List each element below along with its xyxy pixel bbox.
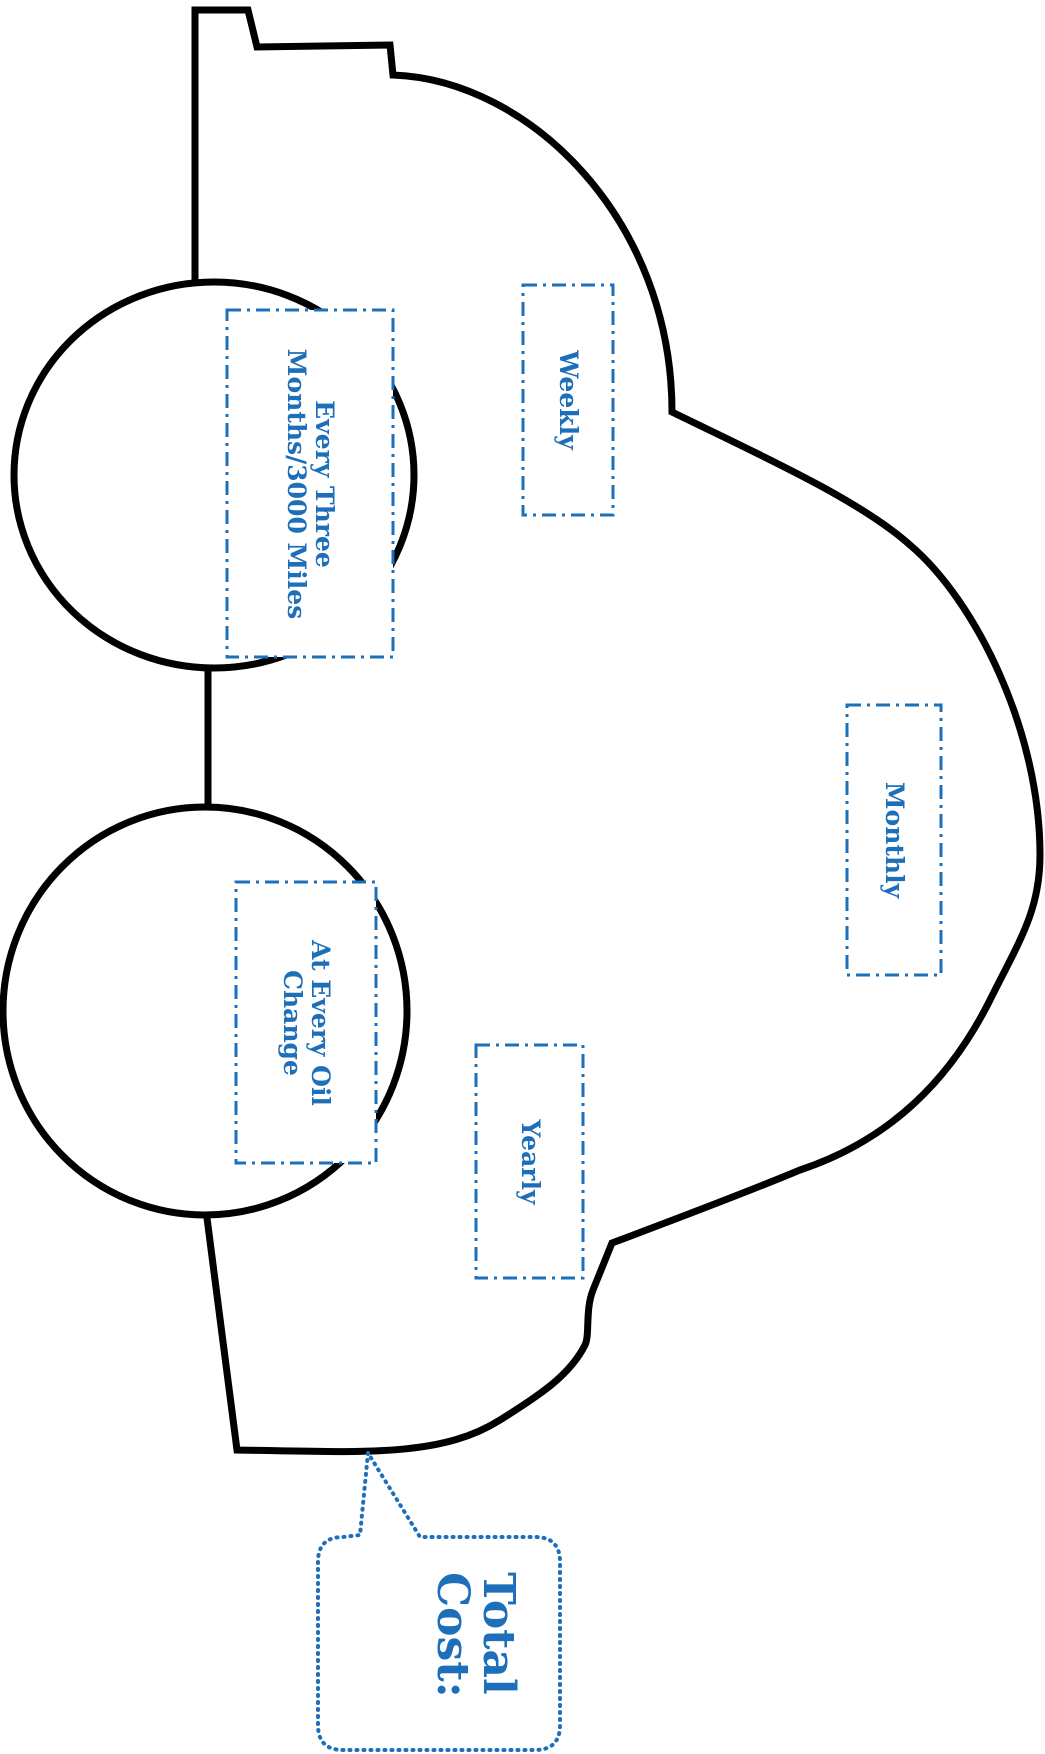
every-three-months-label: Every Three Months/3000 Miles [282,348,339,619]
total-cost-callout [316,1451,562,1752]
every-three-months-line-1: Every Three [310,399,339,568]
at-every-oil-change-label: At Every Oil Change [278,939,335,1106]
at-every-oil-change-line-2: Change [278,969,307,1076]
weekly-label-box: Weekly [523,285,613,515]
total-cost-label: Total Cost: [427,1572,525,1698]
total-cost-line-2: Cost: [427,1572,478,1698]
at-every-oil-change-box [234,880,378,1165]
yearly-label-box: Yearly [476,1045,583,1278]
every-three-months-label-box: Every Three Months/3000 Miles [227,310,393,657]
monthly-label-box: Monthly [847,705,941,975]
total-cost-label-box: Total Cost: [420,1560,530,1710]
weekly-box [521,283,615,517]
monthly-box [845,703,943,977]
at-every-oil-change-line-1: At Every Oil [306,939,335,1106]
car-body-outline [191,6,1044,1456]
every-three-months-line-2: Months/3000 Miles [282,348,311,619]
every-three-months-box [225,308,395,659]
weekly-label: Weekly [554,350,583,450]
yearly-box [474,1043,585,1280]
monthly-label: Monthly [880,781,909,899]
total-cost-line-1: Total [473,1572,525,1695]
yearly-label: Yearly [515,1119,545,1204]
at-every-oil-change-label-box: At Every Oil Change [236,882,376,1163]
